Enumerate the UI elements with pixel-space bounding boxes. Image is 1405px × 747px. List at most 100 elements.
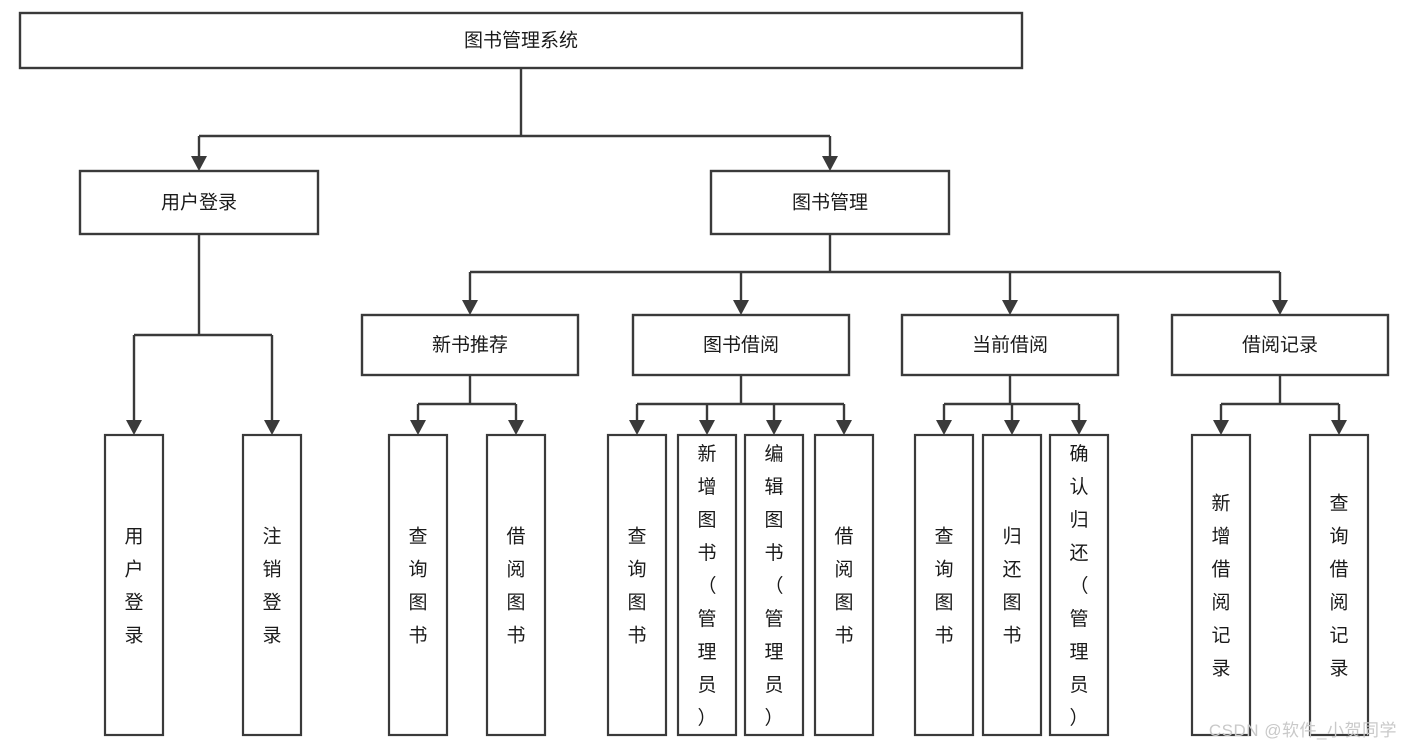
leaf-node-0-box[interactable]	[103, 433, 165, 737]
level3-node-2[interactable]: 当前借阅	[900, 313, 1120, 377]
level3-node-0-box[interactable]	[360, 313, 580, 377]
arrow-connector	[264, 335, 280, 435]
leaf-node-3-label: 借阅图书	[506, 526, 525, 647]
arrow-head-icon	[936, 420, 952, 435]
arrow-head-icon	[264, 420, 280, 435]
arrow-connector	[699, 404, 715, 435]
arrow-head-icon	[629, 420, 645, 435]
arrow-head-icon	[836, 420, 852, 435]
arrow-head-icon	[766, 420, 782, 435]
leaf-node-3[interactable]: 借阅图书	[485, 433, 547, 737]
leaf-node-8-label: 查询图书	[934, 526, 953, 647]
level3-node-1[interactable]: 图书借阅	[631, 313, 851, 377]
leaf-node-0[interactable]: 用户登录	[103, 433, 165, 737]
arrow-connector	[836, 404, 852, 435]
leaf-node-4-box[interactable]	[606, 433, 668, 737]
level3-node-0-label: 新书推荐	[432, 334, 508, 356]
level2-node-0-box[interactable]	[78, 169, 320, 236]
root-node[interactable]: 图书管理系统	[18, 11, 1024, 70]
arrow-connector	[936, 404, 952, 435]
level2-node-0-label: 用户登录	[161, 192, 237, 214]
leaf-node-10-label: 确认归还（管理员）	[1069, 443, 1088, 729]
arrow-connector	[1071, 404, 1087, 435]
level3-node-2-box[interactable]	[900, 313, 1120, 377]
arrow-connector	[629, 404, 645, 435]
leaf-node-9-label: 归还图书	[1002, 526, 1021, 647]
arrow-head-icon	[1004, 420, 1020, 435]
leaf-node-8[interactable]: 查询图书	[913, 433, 975, 737]
arrow-connector	[766, 404, 782, 435]
arrow-connector	[191, 136, 207, 171]
leaf-node-12-label: 查询借阅记录	[1329, 493, 1348, 680]
arrow-connector	[410, 404, 426, 435]
leaf-node-4-label: 查询图书	[627, 526, 646, 647]
node-layer: 图书管理系统用户登录图书管理新书推荐图书借阅当前借阅借阅记录用户登录注销登录查询…	[18, 11, 1390, 737]
level2-node-0[interactable]: 用户登录	[78, 169, 320, 236]
leaf-node-6-box[interactable]	[743, 433, 805, 737]
level3-node-1-box[interactable]	[631, 313, 851, 377]
arrow-connector	[1213, 404, 1229, 435]
leaf-node-4[interactable]: 查询图书	[606, 433, 668, 737]
arrow-head-icon	[1213, 420, 1229, 435]
leaf-node-0-label: 用户登录	[124, 527, 143, 647]
level3-node-0[interactable]: 新书推荐	[360, 313, 580, 377]
leaf-node-7[interactable]: 借阅图书	[813, 433, 875, 737]
leaf-node-7-label: 借阅图书	[834, 526, 853, 647]
arrow-head-icon	[1272, 300, 1288, 315]
arrow-connector	[1331, 404, 1347, 435]
arrow-head-icon	[699, 420, 715, 435]
leaf-node-6[interactable]: 编辑图书（管理员）	[743, 433, 805, 737]
leaf-node-2-label: 查询图书	[408, 526, 427, 647]
leaf-node-2-box[interactable]	[387, 433, 449, 737]
leaf-node-12[interactable]: 查询借阅记录	[1308, 433, 1370, 737]
leaf-node-7-box[interactable]	[813, 433, 875, 737]
arrow-head-icon	[1002, 300, 1018, 315]
arrow-head-icon	[733, 300, 749, 315]
leaf-node-8-box[interactable]	[913, 433, 975, 737]
arrow-head-icon	[822, 156, 838, 171]
level2-node-1-box[interactable]	[709, 169, 951, 236]
leaf-node-11-label: 新增借阅记录	[1211, 493, 1230, 680]
arrow-head-icon	[1331, 420, 1347, 435]
leaf-node-12-box[interactable]	[1308, 433, 1370, 737]
arrow-head-icon	[410, 420, 426, 435]
arrow-head-icon	[1071, 420, 1087, 435]
arrow-connector	[1002, 272, 1018, 315]
leaf-node-1-label: 注销登录	[262, 526, 281, 647]
arrow-head-icon	[126, 420, 142, 435]
level3-node-2-label: 当前借阅	[972, 334, 1048, 356]
arrow-connector	[508, 404, 524, 435]
level3-node-3-box[interactable]	[1170, 313, 1390, 377]
leaf-node-9[interactable]: 归还图书	[981, 433, 1043, 737]
arrow-head-icon	[462, 300, 478, 315]
leaf-node-11[interactable]: 新增借阅记录	[1190, 433, 1252, 737]
leaf-node-3-box[interactable]	[485, 433, 547, 737]
arrow-connector	[733, 272, 749, 315]
level2-node-1[interactable]: 图书管理	[709, 169, 951, 236]
arrow-connector	[126, 335, 142, 435]
arrow-head-icon	[508, 420, 524, 435]
arrow-connector	[462, 272, 478, 315]
leaf-node-1-box[interactable]	[241, 433, 303, 737]
arrow-head-icon	[191, 156, 207, 171]
leaf-node-10[interactable]: 确认归还（管理员）	[1048, 433, 1110, 737]
arrow-connector	[1272, 272, 1288, 315]
leaf-node-1[interactable]: 注销登录	[241, 433, 303, 737]
level3-node-1-label: 图书借阅	[703, 334, 779, 356]
leaf-node-5-box[interactable]	[676, 433, 738, 737]
csdn-watermark: CSDN @软件_小贺同学	[1208, 721, 1397, 740]
leaf-node-11-box[interactable]	[1190, 433, 1252, 737]
leaf-node-10-box[interactable]	[1048, 433, 1110, 737]
leaf-node-2[interactable]: 查询图书	[387, 433, 449, 737]
root-node-box[interactable]	[18, 11, 1024, 70]
leaf-node-5[interactable]: 新增图书（管理员）	[676, 433, 738, 737]
level3-node-3[interactable]: 借阅记录	[1170, 313, 1390, 377]
leaf-node-6-label: 编辑图书（管理员）	[764, 443, 783, 729]
leaf-node-9-box[interactable]	[981, 433, 1043, 737]
leaf-node-5-label: 新增图书（管理员）	[697, 443, 716, 729]
level2-node-1-label: 图书管理	[792, 192, 868, 214]
arrow-connector	[1004, 404, 1020, 435]
arrow-connector	[822, 136, 838, 171]
